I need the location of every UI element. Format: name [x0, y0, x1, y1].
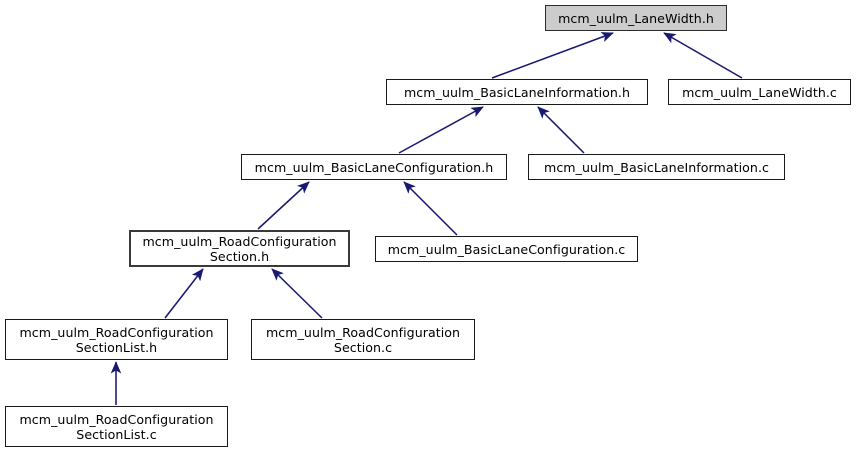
node-label: mcm_uulm_RoadConfiguration Section.h — [142, 233, 337, 264]
edge-roadconfigurationsection_c-to-roadconfigurationsection_h — [271, 268, 323, 319]
node-roadconfigurationsectionlist_h[interactable]: mcm_uulm_RoadConfiguration SectionList.h — [5, 319, 228, 360]
node-roadconfigurationsectionlist_c[interactable]: mcm_uulm_RoadConfiguration SectionList.c — [5, 406, 228, 447]
node-label: mcm_uulm_RoadConfiguration Section.c — [265, 324, 461, 355]
edge-roadconfigurationsection_h-to-basiclaneconfiguration_h — [257, 181, 310, 230]
node-label: mcm_uulm_RoadConfiguration SectionList.h — [19, 324, 214, 355]
edge-basiclaneinformation_h-to-lanewidth_h — [491, 32, 614, 79]
node-label: mcm_uulm_BasicLaneInformation.c — [544, 159, 769, 175]
node-basiclaneconfiguration_h[interactable]: mcm_uulm_BasicLaneConfiguration.h — [241, 154, 507, 180]
node-label: mcm_uulm_BasicLaneConfiguration.c — [387, 241, 626, 257]
node-label: mcm_uulm_RoadConfiguration SectionList.c — [19, 411, 214, 442]
node-roadconfigurationsection_h[interactable]: mcm_uulm_RoadConfiguration Section.h — [129, 230, 350, 267]
node-basiclaneinformation_h[interactable]: mcm_uulm_BasicLaneInformation.h — [386, 79, 648, 105]
node-label: mcm_uulm_BasicLaneConfiguration.h — [254, 159, 494, 175]
node-basiclaneconfiguration_c[interactable]: mcm_uulm_BasicLaneConfiguration.c — [375, 236, 638, 262]
edge-basiclaneconfiguration_h-to-basiclaneinformation_h — [398, 106, 484, 154]
node-lanewidth_c[interactable]: mcm_uulm_LaneWidth.c — [668, 79, 851, 105]
node-label: mcm_uulm_LaneWidth.h — [558, 10, 714, 26]
node-label: mcm_uulm_BasicLaneInformation.h — [403, 84, 631, 100]
node-lanewidth_h[interactable]: mcm_uulm_LaneWidth.h — [545, 5, 727, 31]
edge-roadconfigurationsectionlist_h-to-roadconfigurationsection_h — [164, 268, 204, 319]
edge-lanewidth_c-to-lanewidth_h — [663, 32, 743, 79]
node-basiclaneinformation_c[interactable]: mcm_uulm_BasicLaneInformation.c — [528, 154, 785, 180]
node-roadconfigurationsection_c[interactable]: mcm_uulm_RoadConfiguration Section.c — [251, 319, 475, 360]
node-label: mcm_uulm_LaneWidth.c — [682, 84, 837, 100]
edge-basiclaneinformation_c-to-basiclaneinformation_h — [537, 106, 585, 154]
edge-basiclaneconfiguration_c-to-basiclaneconfiguration_h — [403, 181, 458, 236]
